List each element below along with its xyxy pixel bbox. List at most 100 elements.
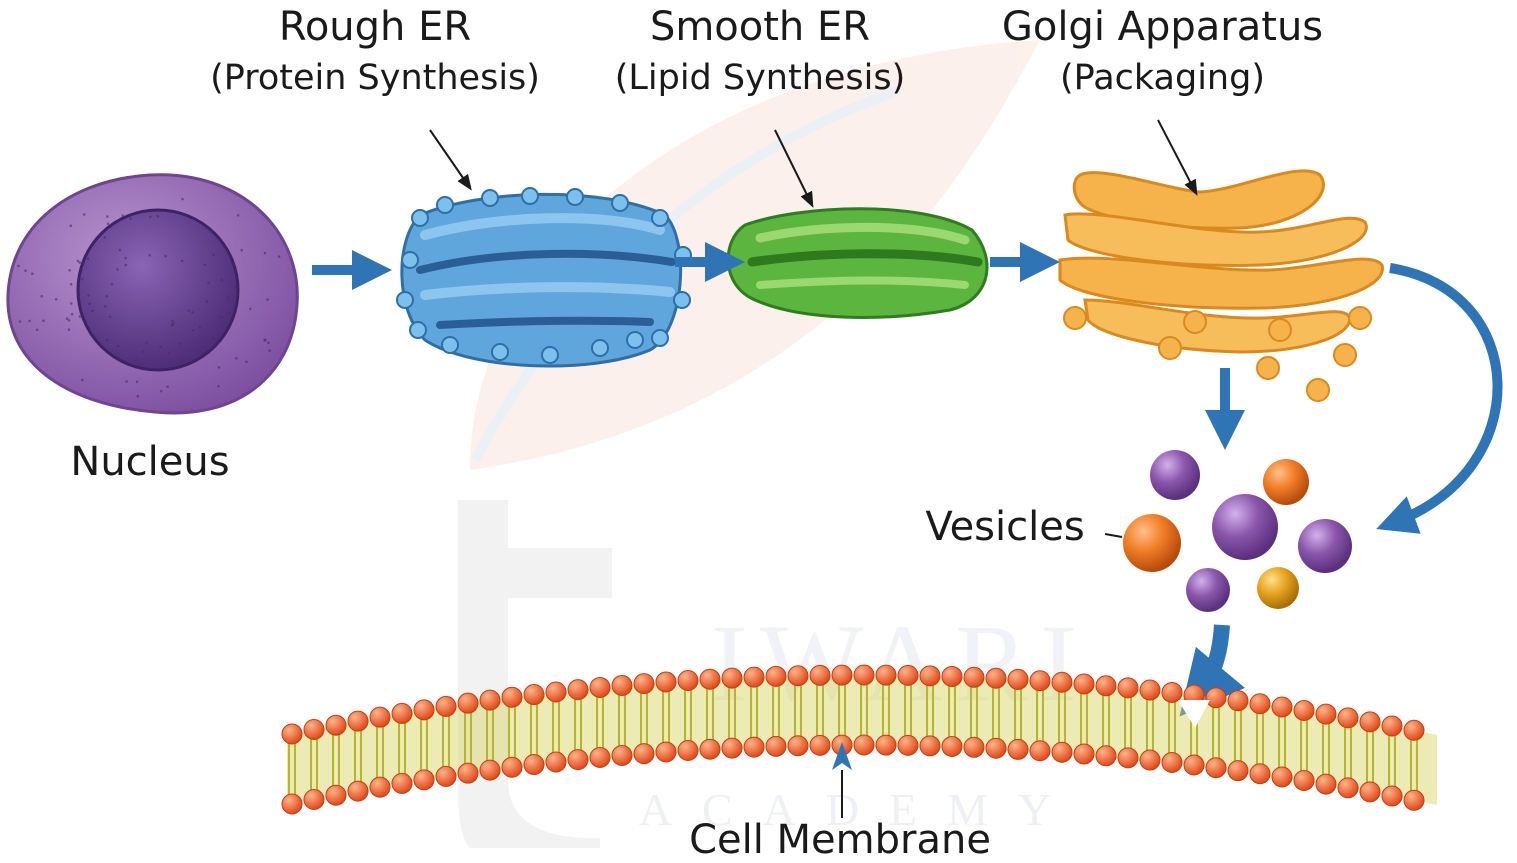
lipid-head — [853, 664, 875, 686]
speckle — [105, 295, 109, 298]
ribosome — [409, 321, 427, 339]
lipid-head — [435, 695, 457, 717]
speckle — [108, 315, 112, 319]
lipid-head — [1337, 707, 1359, 729]
lipid-head — [853, 734, 875, 756]
speckle — [69, 224, 73, 228]
speckle — [35, 328, 39, 332]
golgi-bud — [1306, 378, 1330, 402]
speckle — [18, 320, 22, 323]
speckle — [212, 253, 215, 257]
speckle — [80, 277, 84, 281]
speckle — [266, 298, 269, 301]
golgi-title: Golgi Apparatus — [1001, 4, 1324, 50]
speckle — [116, 268, 119, 271]
lipid-head — [1117, 747, 1139, 769]
lipid-head — [919, 665, 941, 687]
lipid-head — [1359, 711, 1381, 733]
lipid-head — [501, 756, 523, 778]
speckle — [180, 259, 184, 263]
speckle — [124, 256, 127, 260]
ribosome — [566, 188, 584, 206]
lipid-head — [1161, 681, 1183, 703]
lipid-head — [479, 759, 501, 781]
lipid-head — [875, 664, 897, 686]
lipid-head — [325, 784, 347, 806]
speckle — [78, 261, 82, 264]
speckle — [91, 309, 94, 313]
lipid-head — [1381, 715, 1403, 737]
speckle — [69, 282, 73, 286]
lipid-head — [545, 751, 567, 773]
lipid-head — [545, 681, 567, 703]
lipid-head — [1227, 690, 1249, 712]
lipid-head — [809, 664, 831, 686]
speckle — [54, 298, 58, 301]
lipid-head — [1293, 769, 1315, 791]
speckle — [78, 315, 82, 318]
golgi-bud — [1348, 306, 1372, 330]
speckle — [166, 385, 169, 388]
rough-er-function: (Protein Synthesis) — [210, 58, 540, 98]
golgi-bud — [1256, 356, 1280, 380]
ribosomes — [396, 187, 692, 364]
golgi-function: (Packaging) — [1060, 58, 1265, 98]
lipid-head — [611, 674, 633, 696]
lipid-head — [963, 666, 985, 688]
lipid-head — [523, 754, 545, 776]
rough-er-label: Rough ER (Protein Synthesis) — [180, 5, 570, 98]
speckle — [129, 217, 132, 220]
golgi-buds — [1063, 306, 1372, 402]
lipid-head — [1249, 693, 1271, 715]
speckle — [82, 261, 85, 264]
arrow-vesicles-to-membrane — [1179, 624, 1246, 717]
speckle — [205, 300, 209, 303]
ribosome — [626, 331, 644, 349]
lipid-head — [523, 684, 545, 706]
vesicle — [1123, 514, 1181, 572]
smooth-er-title: Smooth ER — [649, 4, 871, 50]
lipid-head — [1227, 760, 1249, 782]
speckle — [118, 248, 122, 252]
golgi-bud — [1268, 318, 1292, 342]
lipid-head — [1117, 677, 1139, 699]
lipid-head — [1271, 696, 1293, 718]
lipid-head — [611, 744, 633, 766]
golgi-label: Golgi Apparatus (Packaging) — [975, 5, 1350, 98]
lipid-head — [633, 673, 655, 695]
lipid-head — [831, 664, 853, 686]
speckle — [207, 281, 210, 285]
nucleus-cell — [6, 173, 299, 415]
lipid-head — [391, 702, 413, 724]
lipid-head — [303, 788, 325, 810]
lipid-head — [1403, 789, 1425, 811]
speckle — [226, 296, 230, 299]
lipid-head — [391, 772, 413, 794]
golgi-bud — [1333, 343, 1357, 367]
lipid-head — [677, 669, 699, 691]
lipid-head — [655, 671, 677, 693]
speckle — [267, 341, 270, 345]
speckle — [178, 342, 181, 345]
lipid-head — [897, 734, 919, 756]
nucleus-label: Nucleus — [70, 439, 230, 485]
speckle — [134, 359, 137, 362]
lipid-head — [699, 668, 721, 690]
lipid-head — [347, 780, 369, 802]
lipid-head — [567, 749, 589, 771]
lipid-head — [765, 665, 787, 687]
speckle — [268, 349, 272, 352]
speckle — [135, 380, 139, 384]
nucleus-speckles — [17, 197, 281, 398]
lipid-head — [1095, 675, 1117, 697]
lipid-head — [457, 692, 479, 714]
speckle — [106, 338, 109, 342]
cell-membrane-label: Cell Membrane — [689, 817, 991, 863]
speckle — [264, 338, 267, 342]
lipid-head — [809, 734, 831, 756]
lipid-head — [1249, 763, 1271, 785]
lipid-heads — [281, 664, 1425, 815]
lipid-head — [721, 667, 743, 689]
arrow-golgi-curve-to-vesicles — [1376, 263, 1503, 534]
lipid-head — [743, 666, 765, 688]
